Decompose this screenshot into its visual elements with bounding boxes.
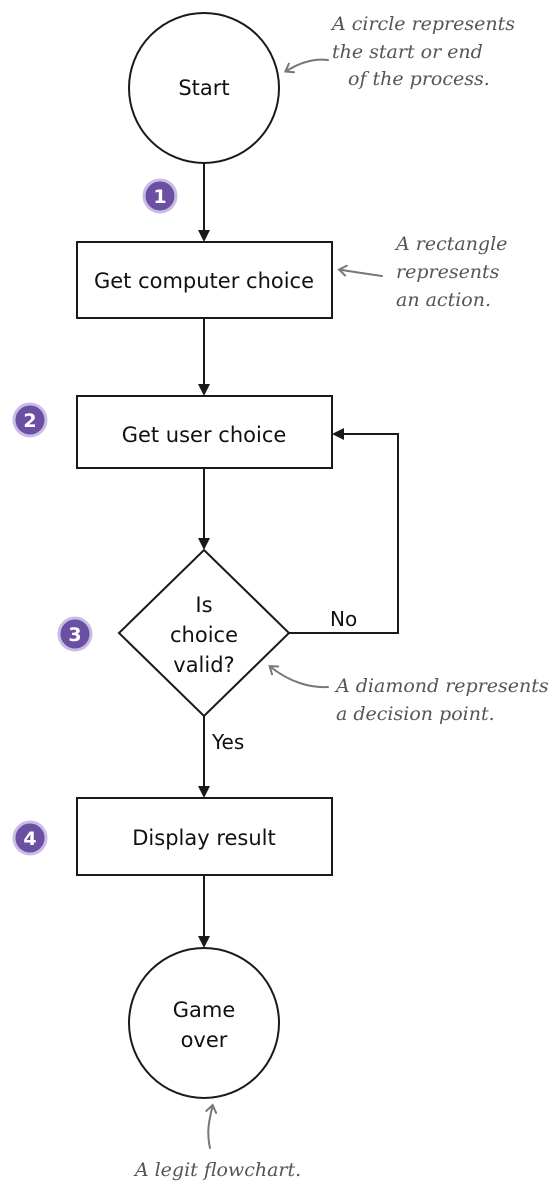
annotation-diamond-arrow <box>268 665 329 689</box>
get-computer-choice-node: Get computer choice <box>76 241 333 319</box>
step-badge-4: 4 <box>12 820 48 856</box>
edge-no-loop <box>289 428 399 634</box>
display-result-label: Display result <box>132 826 276 850</box>
start-label: Start <box>178 76 229 100</box>
step-badge-3: 3 <box>57 616 93 652</box>
step-badge-2: 2 <box>12 402 48 438</box>
annotation-diamond-line2: a decision point. <box>336 703 495 725</box>
decision-label-line1: Is <box>195 593 212 617</box>
annotation-rect-arrow <box>337 264 383 277</box>
badge-4-label: 4 <box>23 828 36 850</box>
annotation-circle-line3: of the process. <box>348 68 490 90</box>
annotation-diamond-line1: A diamond represents <box>334 675 549 697</box>
annotation-circle-arrow <box>283 58 329 74</box>
annotation-rect-line3: an action. <box>396 289 491 311</box>
start-node: Start <box>128 12 280 164</box>
get-user-choice-label: Get user choice <box>122 423 287 447</box>
badge-2-circle <box>12 402 48 438</box>
get-computer-choice-label: Get computer choice <box>94 269 314 293</box>
annotation-flowchart: A legit flowchart. <box>133 1103 301 1181</box>
decision-label-line2: choice <box>170 623 238 647</box>
end-label-line1: Game <box>173 998 236 1022</box>
badge-1-label: 1 <box>153 186 166 208</box>
annotation-rect-line2: represents <box>396 261 500 283</box>
annotation-circle-line2: the start or end <box>332 41 483 63</box>
get-user-choice-node: Get user choice <box>76 395 333 469</box>
display-result-box <box>76 797 333 876</box>
display-result-node: Display result <box>76 797 333 876</box>
annotation-circle-line1: A circle represents <box>330 13 515 35</box>
decision-label-line3: valid? <box>173 653 234 677</box>
annotation-diamond: A diamond represents a decision point. <box>268 665 549 725</box>
end-label-line2: over <box>181 1028 228 1052</box>
edge-label-yes: Yes <box>211 730 244 754</box>
edge-label-no: No <box>330 607 357 631</box>
badge-3-circle <box>57 616 93 652</box>
badge-4-circle <box>12 820 48 856</box>
get-user-choice-box <box>76 395 333 469</box>
annotation-rect-line1: A rectangle <box>394 233 507 255</box>
step-badge-1: 1 <box>142 178 178 214</box>
badge-1-circle <box>142 178 178 214</box>
end-node: Game over <box>128 947 280 1099</box>
annotation-rectangle: A rectangle represents an action. <box>337 233 507 311</box>
badge-3-label: 3 <box>68 624 81 646</box>
annotation-flowchart-text: A legit flowchart. <box>133 1159 301 1181</box>
annotation-circle: A circle represents the start or end of … <box>283 13 515 90</box>
badge-2-label: 2 <box>23 410 36 432</box>
decision-node: Is choice valid? <box>117 548 291 718</box>
end-circle <box>128 947 280 1099</box>
annotation-flowchart-arrow <box>205 1103 218 1149</box>
